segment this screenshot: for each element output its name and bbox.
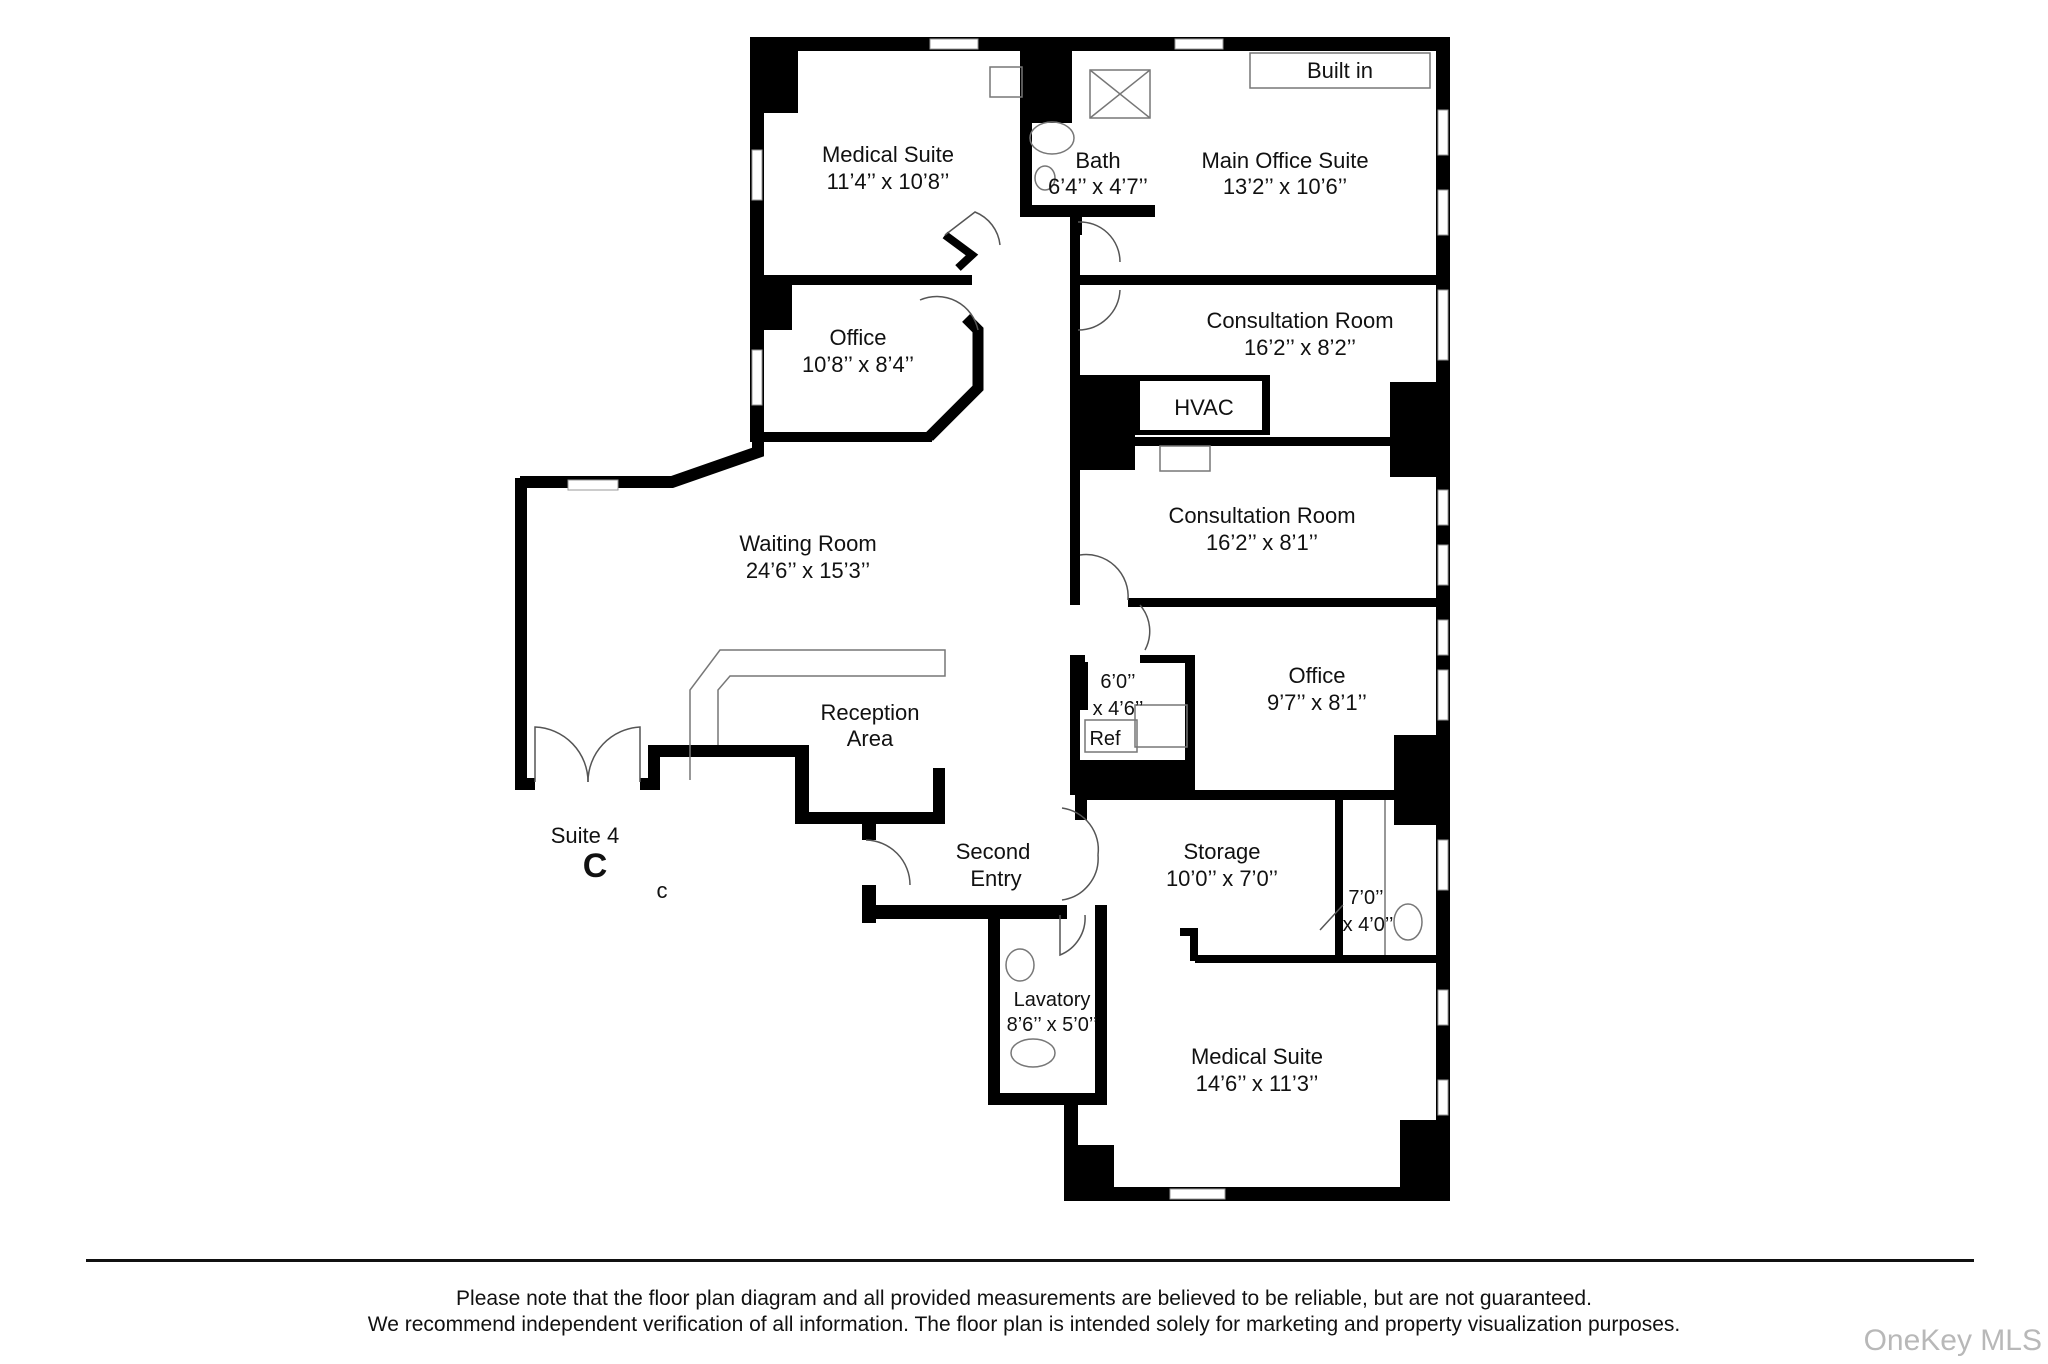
door-swings <box>534 211 1344 957</box>
reception-line2: Area <box>847 726 894 751</box>
main-office-dims: 13’2’’ x 10’6’’ <box>1223 174 1347 199</box>
reception-line1: Reception <box>820 700 919 725</box>
fixtures <box>689 52 1431 1068</box>
bath-dims: 6’4’’ x 4’7’’ <box>1048 174 1148 199</box>
disclaimer-line-1: Please note that the floor plan diagram … <box>456 1287 1592 1310</box>
walls <box>515 37 1450 1201</box>
separator-line <box>86 1259 1974 1262</box>
lavatory-dims: 8’6’’ x 5’0’’ <box>1007 1014 1098 1036</box>
consult-1-dims: 16’2’’ x 8’2’’ <box>1244 335 1356 360</box>
main-office-name: Main Office Suite <box>1201 148 1368 173</box>
office-left-name: Office <box>829 325 886 350</box>
office-right-name: Office <box>1288 663 1345 688</box>
medical-suite-top-name: Medical Suite <box>822 142 954 167</box>
hvac-label: HVAC <box>1174 395 1234 420</box>
room-labels: Medical Suite 11’4’’ x 10’8’’ Bath 6’4’’… <box>551 58 1394 1096</box>
ref-label: Ref <box>1089 728 1121 750</box>
storage-dims: 10’0’’ x 7’0’’ <box>1166 866 1278 891</box>
consult-2-name: Consultation Room <box>1168 503 1355 528</box>
disclaimer-line-2: We recommend independent verification of… <box>367 1313 1681 1336</box>
office-right-dims: 9’7’’ x 8’1’’ <box>1267 690 1367 715</box>
watermark-logo: OneKey MLS <box>1863 1324 2042 1357</box>
medical-suite-bottom-name: Medical Suite <box>1191 1044 1323 1069</box>
second-entry-line1: Second <box>956 839 1031 864</box>
waiting-name: Waiting Room <box>739 531 876 556</box>
second-entry-line2: Entry <box>970 866 1021 891</box>
office-left-dims: 10’8’’ x 8’4’’ <box>802 352 914 377</box>
bath-name: Bath <box>1075 148 1120 173</box>
consult-1-name: Consultation Room <box>1206 308 1393 333</box>
suite-mark: C <box>583 847 608 885</box>
waiting-dims: 24’6’’ x 15’3’’ <box>746 558 870 583</box>
consult-2-dims: 16’2’’ x 8’1’’ <box>1206 530 1318 555</box>
built-in-label: Built in <box>1307 58 1373 83</box>
suite-mark-small: c <box>657 878 668 903</box>
closet-line1: 6’0’’ <box>1100 671 1135 693</box>
medical-suite-top-dims: 11’4’’ x 10’8’’ <box>827 169 950 194</box>
lavatory-name: Lavatory <box>1014 989 1091 1011</box>
closet-line2: x 4’6’’ <box>1093 698 1144 720</box>
small-room-line2: x 4’0’’ <box>1343 914 1394 936</box>
suite-name: Suite 4 <box>551 823 620 848</box>
storage-name: Storage <box>1183 839 1260 864</box>
windows <box>567 38 1449 1200</box>
medical-suite-bottom-dims: 14’6’’ x 11’3’’ <box>1196 1071 1319 1096</box>
small-room-line1: 7’0’’ <box>1348 887 1383 909</box>
